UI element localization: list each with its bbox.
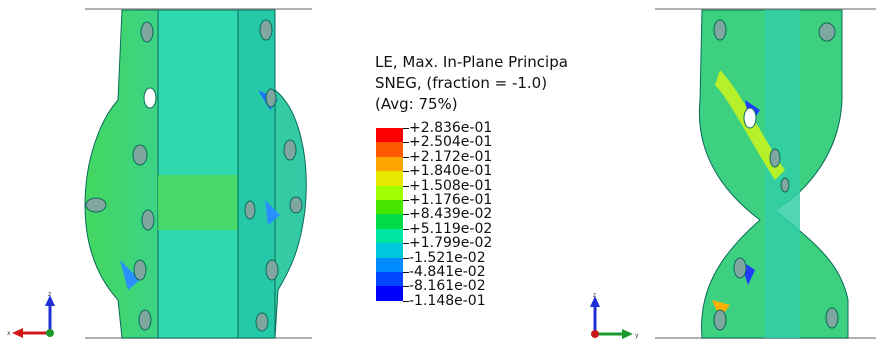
holes-right — [713, 19, 839, 331]
legend-value: -8.161e-02 — [409, 278, 486, 295]
center-column — [157, 9, 239, 339]
legend-tick — [403, 257, 409, 259]
legend-tick — [403, 128, 409, 129]
right-axis-y-label: y — [635, 332, 639, 339]
left-axis-x-label: x — [7, 330, 11, 337]
legend-value: +1.176e-01 — [409, 192, 493, 208]
legend-value: +2.172e-01 — [409, 148, 493, 165]
legend-value: -1.148e-01 — [409, 292, 486, 309]
legend-title: LE, Max. In-Plane Principa SNEG, (fracti… — [375, 52, 590, 115]
legend-tick — [403, 272, 409, 273]
legend-value: +1.840e-01 — [409, 163, 493, 180]
legend-swatch — [376, 200, 403, 215]
legend-swatch — [376, 257, 403, 272]
legend-tick — [403, 185, 409, 187]
legend-swatch — [376, 228, 403, 244]
legend-tick — [403, 300, 409, 302]
legend-value: +5.119e-02 — [409, 220, 493, 237]
legend-value: -4.841e-02 — [409, 264, 486, 280]
legend-swatch — [376, 243, 403, 258]
legend-swatch — [376, 171, 403, 186]
legend-tick — [403, 214, 409, 216]
legend-swatch — [376, 128, 403, 143]
legend-value: -1.521e-02 — [409, 249, 486, 266]
legend-tick — [403, 200, 409, 201]
legend-swatch — [376, 214, 403, 229]
legend-value: +8.439e-02 — [409, 206, 493, 223]
right-axis-z-label: z — [593, 292, 596, 299]
legend-swatch — [376, 142, 403, 157]
legend-tick — [403, 228, 409, 230]
left-model-viewport[interactable] — [0, 0, 340, 343]
legend-tick — [403, 243, 409, 245]
legend-tick — [403, 156, 409, 158]
legend-swatch — [376, 185, 403, 200]
right-model-viewport[interactable] — [570, 0, 881, 343]
legend-tick — [403, 286, 409, 288]
legend-title-line-2: SNEG, (fraction = -1.0) — [375, 74, 548, 92]
legend-swatch — [376, 286, 403, 301]
right-axis-triad: z y — [583, 292, 643, 342]
legend-tick — [403, 171, 409, 173]
legend-title-line-1: LE, Max. In-Plane Principa — [375, 53, 568, 71]
legend-value: +2.504e-01 — [409, 134, 493, 151]
legend-title-line-3: (Avg: 75%) — [375, 95, 458, 113]
left-axis-z-label: z — [48, 291, 51, 298]
left-axis-triad: z x — [6, 288, 66, 338]
legend-value: +1.799e-02 — [409, 235, 493, 252]
legend-swatch — [376, 156, 403, 172]
holes — [85, 19, 303, 332]
legend-swatch — [376, 272, 403, 287]
legend-tick — [403, 142, 409, 144]
legend-value: +1.508e-01 — [409, 177, 493, 194]
legend-value: +2.836e-01 — [409, 120, 493, 136]
